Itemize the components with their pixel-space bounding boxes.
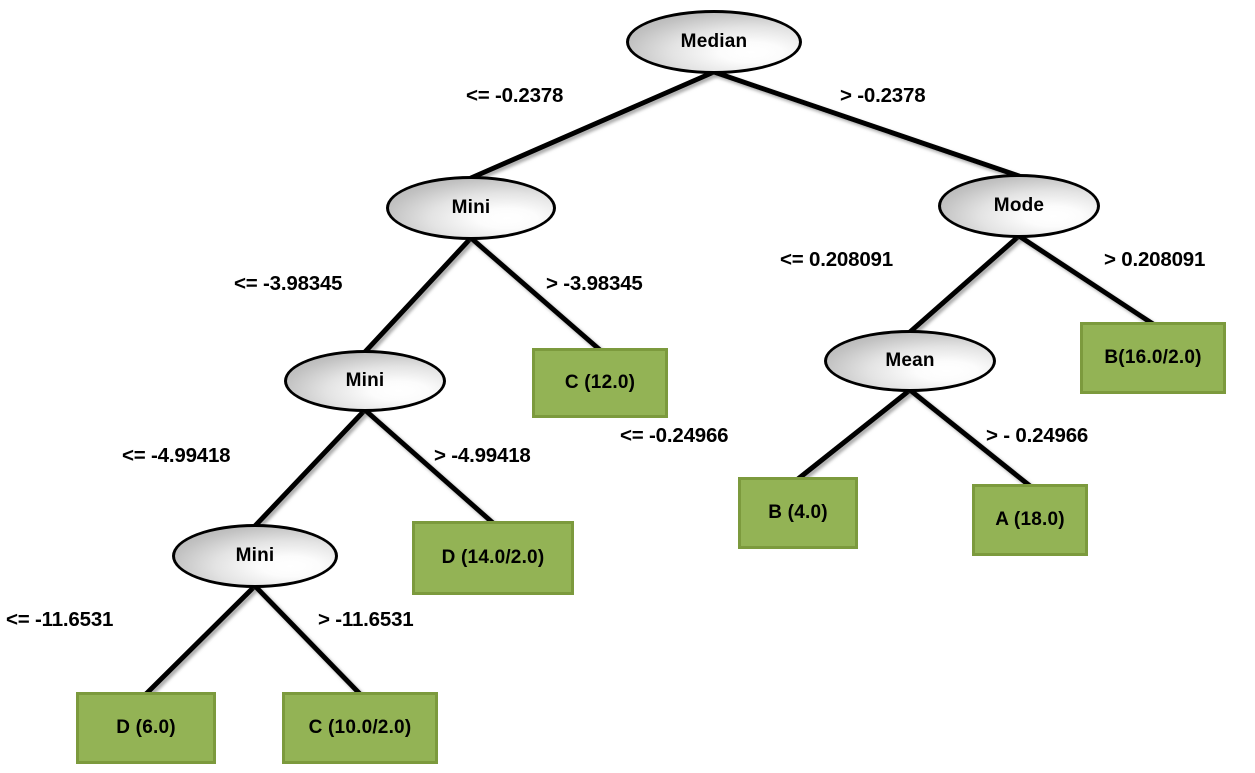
tree-edge-label: > 0.208091 (1104, 248, 1206, 271)
tree-edge (468, 69, 717, 181)
tree-leaf-node[interactable]: A (18.0) (972, 484, 1088, 556)
tree-leaf-node[interactable]: C (10.0/2.0) (282, 692, 438, 764)
tree-leaf-node[interactable]: D (14.0/2.0) (412, 521, 574, 595)
tree-edge-label: <= -11.6531 (6, 608, 114, 631)
tree-leaf-node[interactable]: D (6.0) (76, 692, 216, 764)
tree-edge-label: > -4.99418 (434, 444, 531, 467)
tree-edge (907, 233, 1022, 335)
tree-edge-label: <= -3.98345 (234, 272, 343, 295)
tree-leaf-node[interactable]: B (4.0) (738, 477, 858, 549)
tree-edge-label: > - 0.24966 (986, 424, 1089, 447)
tree-edge-label: > -11.6531 (318, 608, 414, 631)
tree-edge (468, 235, 603, 353)
tree-edge (252, 583, 363, 697)
tree-edge-label: <= 0.208091 (780, 248, 893, 271)
tree-edge-label: > -3.98345 (546, 272, 643, 295)
tree-decision-node[interactable]: Mini (172, 524, 338, 588)
tree-leaf-node[interactable]: B(16.0/2.0) (1080, 322, 1226, 394)
tree-edge-label: > -0.2378 (840, 84, 926, 107)
tree-edge (711, 69, 1022, 179)
tree-edge (795, 387, 913, 482)
tree-edge (362, 407, 496, 526)
tree-leaf-node[interactable]: C (12.0) (532, 348, 668, 418)
tree-decision-node[interactable]: Mean (824, 330, 996, 392)
tree-decision-node[interactable]: Mode (938, 174, 1100, 238)
tree-edge (143, 583, 258, 697)
tree-edge-label: <= -0.2378 (466, 84, 564, 107)
tree-edge (362, 235, 474, 355)
tree-decision-node[interactable]: Mini (284, 350, 446, 412)
tree-edge (1016, 233, 1156, 327)
tree-decision-node[interactable]: Median (626, 10, 802, 74)
tree-edge-label: <= -4.99418 (122, 444, 231, 467)
tree-edge (907, 387, 1033, 489)
tree-edge (252, 407, 368, 529)
tree-edge-label: <= -0.24966 (620, 424, 729, 447)
tree-decision-node[interactable]: Mini (386, 176, 556, 240)
